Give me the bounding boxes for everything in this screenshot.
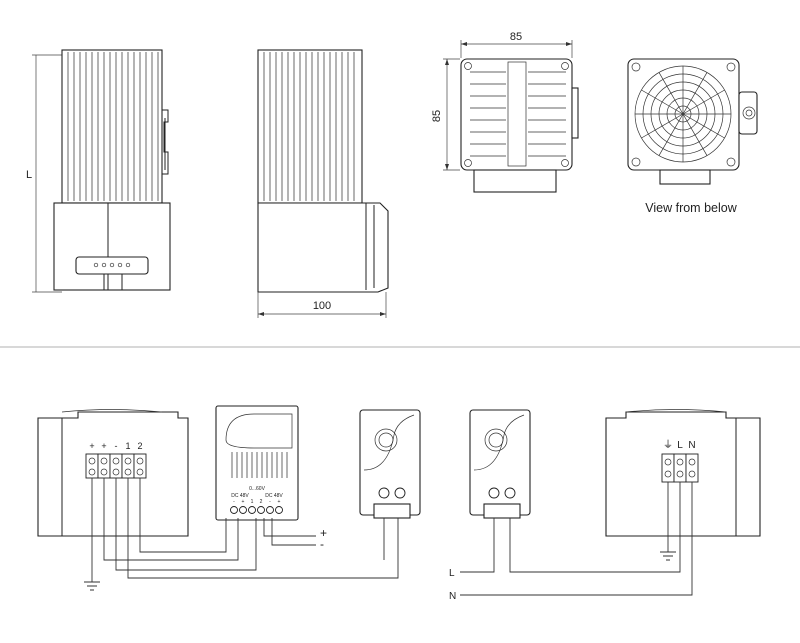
terminal-block	[661, 453, 675, 483]
dc-minus-label: -	[320, 537, 324, 551]
grille-spoke	[682, 72, 708, 115]
terminal-screw	[100, 468, 108, 476]
terminal-screw	[688, 458, 696, 466]
terminal-screw	[112, 468, 120, 476]
terminal-block	[97, 453, 111, 479]
terminal-screw	[124, 457, 132, 465]
controller-pin-label: +	[278, 499, 281, 505]
controller-terminal	[275, 506, 283, 514]
heater-top-view: 85 85	[431, 31, 579, 193]
thermostat-dc	[359, 409, 421, 519]
heater-side-view: L	[26, 49, 171, 293]
grille-spoke	[682, 89, 725, 115]
line-label: L	[449, 568, 455, 579]
controller-dc-right-label: DC 48V	[265, 493, 283, 499]
terminal-screw	[676, 458, 684, 466]
controller-terminal	[266, 506, 274, 514]
controller-terminal	[230, 506, 238, 514]
controller-terminal	[257, 506, 265, 514]
terminal-screw	[136, 457, 144, 465]
terminal-block	[673, 453, 687, 483]
controller-pin-label: 2	[260, 499, 263, 505]
terminal-block	[133, 453, 147, 479]
controller-pin-label: -	[233, 499, 235, 505]
terminal-screw	[124, 468, 132, 476]
grille-spoke	[658, 113, 684, 156]
terminal-block	[685, 453, 699, 483]
dc-heater-wiring	[37, 409, 189, 537]
heater-terminal-label: +	[101, 441, 106, 451]
terminal-screw	[88, 468, 96, 476]
terminal-screw	[664, 470, 672, 478]
depth-dimension-label: 100	[313, 300, 331, 312]
grille-spoke	[658, 72, 684, 115]
terminal-dot	[93, 262, 99, 268]
controller-terminal	[248, 506, 256, 514]
controller-pin-label: +	[242, 499, 245, 505]
terminal-block	[109, 453, 123, 479]
terminal-dot	[109, 262, 115, 268]
grille-spoke	[641, 113, 684, 139]
terminal-screw	[676, 470, 684, 478]
heater-terminal-label: N	[688, 440, 695, 451]
controller-dc-left-label: DC 48V	[231, 493, 249, 499]
ac-heater-wiring	[605, 409, 761, 537]
heater-terminal-label: ⏚	[663, 439, 673, 451]
neutral-label: N	[449, 591, 456, 602]
grille-spoke	[682, 113, 725, 139]
width-dimension-label: 85	[510, 31, 522, 43]
terminal-screw	[136, 468, 144, 476]
controller-pin-label: 1	[251, 499, 254, 505]
height-dimension-label: 85	[431, 110, 443, 122]
terminal-screw	[112, 457, 120, 465]
length-dimension-label: L	[26, 169, 32, 181]
heater-terminal-label: 1	[125, 441, 130, 451]
heater-terminal-label: 2	[137, 441, 142, 451]
terminal-screw	[664, 458, 672, 466]
wiring	[84, 478, 693, 596]
thermostat-ac	[469, 409, 531, 519]
terminal-block	[85, 453, 99, 479]
heater-terminal-label: L	[677, 440, 683, 451]
grille-spoke	[682, 113, 708, 156]
heater-terminal-label: -	[115, 441, 118, 451]
terminal-dot	[117, 262, 123, 268]
view-from-below-caption: View from below	[645, 201, 737, 215]
terminal-screw	[88, 457, 96, 465]
controller-terminal	[239, 506, 247, 514]
terminal-dot	[101, 262, 107, 268]
controller-pin-label: -	[269, 499, 271, 505]
dc-plus-label: +	[320, 526, 327, 540]
heater-front-view: 100	[257, 49, 389, 318]
grille-spoke	[641, 89, 684, 115]
heater-bottom-view: View from below	[627, 58, 758, 215]
terminal-block	[121, 453, 135, 479]
terminal-dot	[125, 262, 131, 268]
terminal-screw	[100, 457, 108, 465]
terminal-screw	[688, 470, 696, 478]
heater-terminal-label: +	[89, 441, 94, 451]
controller-range-label: 0...60V	[249, 486, 266, 492]
